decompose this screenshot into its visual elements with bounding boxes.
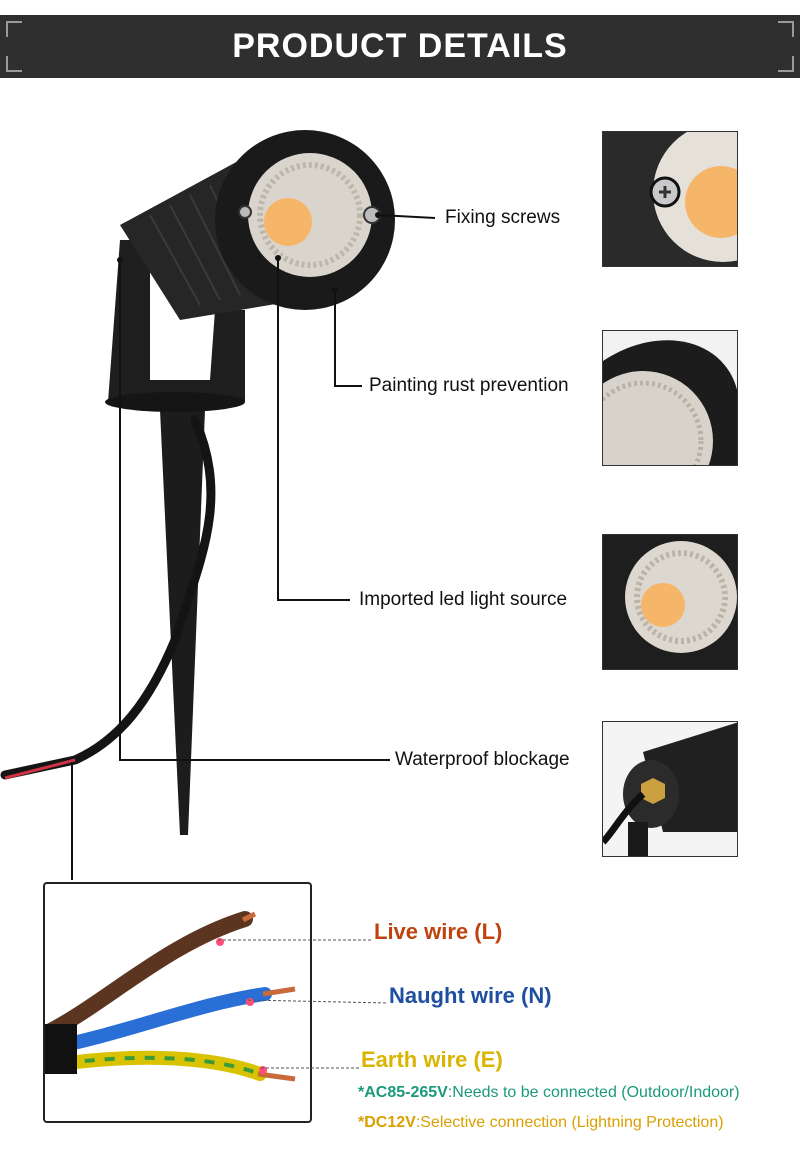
thumb-painting bbox=[602, 330, 738, 466]
wire-end bbox=[4, 758, 76, 780]
screw-icon bbox=[238, 205, 252, 219]
naught-wire-label: Naught wire (N) bbox=[389, 983, 552, 1008]
mount-bracket bbox=[108, 240, 245, 402]
thumb-waterproof bbox=[602, 721, 738, 857]
power-cable bbox=[0, 415, 216, 780]
header-banner: PRODUCT DETAILS bbox=[0, 15, 800, 78]
corner-bracket bbox=[6, 21, 22, 37]
wire-detail-panel bbox=[43, 882, 312, 1123]
callout-fixing-screws: Fixing screws bbox=[445, 207, 561, 228]
callout-led-source: Imported led light source bbox=[359, 589, 568, 610]
dc-note: *DC12V:Selective connection (Lightning P… bbox=[358, 1114, 724, 1132]
callout-painting: Painting rust prevention bbox=[369, 375, 569, 396]
ac-note-prefix: *AC85-265V bbox=[358, 1084, 448, 1101]
thumb-fixing-screws bbox=[602, 131, 738, 267]
page-title: PRODUCT DETAILS bbox=[232, 27, 568, 65]
ac-note-text: :Needs to be connected (Outdoor/Indoor) bbox=[447, 1084, 740, 1101]
earth-wire-label: Earth wire (E) bbox=[361, 1047, 503, 1072]
base-plate bbox=[105, 392, 245, 412]
corner-bracket bbox=[6, 56, 22, 72]
corner-bracket bbox=[778, 56, 794, 72]
thumb-led-source bbox=[602, 534, 738, 670]
dc-note-prefix: *DC12V bbox=[358, 1114, 416, 1131]
wires-illustration bbox=[45, 911, 296, 1082]
dc-note-text: :Selective connection (Lightning Protect… bbox=[415, 1114, 724, 1131]
callout-waterproof: Waterproof blockage bbox=[395, 749, 570, 770]
product-illustration bbox=[0, 130, 436, 880]
live-wire-label: Live wire (L) bbox=[374, 919, 503, 944]
corner-bracket bbox=[778, 21, 794, 37]
led-chip bbox=[264, 198, 312, 246]
ac-note: *AC85-265V:Needs to be connected (Outdoo… bbox=[358, 1084, 740, 1102]
